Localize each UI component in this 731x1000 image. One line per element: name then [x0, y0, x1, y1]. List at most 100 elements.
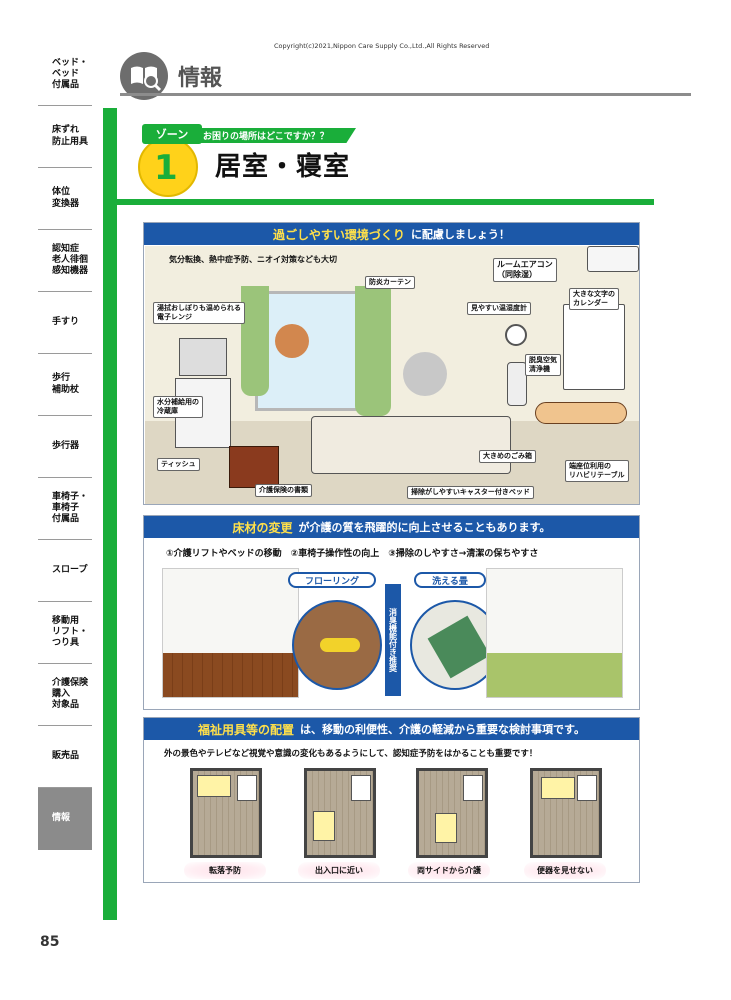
sidebar-item-walkers[interactable]: 歩行器 [38, 416, 92, 478]
headline-text: が介護の質を飛躍的に向上させることもあります。 [298, 521, 551, 534]
floor-plan-hide-commode [530, 768, 602, 858]
closet-icon [577, 775, 597, 801]
header-divider [120, 93, 691, 96]
sidebar-item-label: 介護保険 購入 対象品 [52, 677, 89, 711]
sidebar-item-label: 情報 [52, 813, 71, 824]
intro-text: 気分転換、熱中症予防、ニオイ対策なども大切 [169, 255, 337, 264]
curtain-label: 防炎カーテン [365, 276, 415, 289]
sidebar-item-label: スロープ [52, 564, 88, 575]
aircon-label: ルームエアコン （同除湿） [493, 258, 557, 282]
thermometer-icon [505, 324, 527, 346]
sidebar-item-insurance-purchase[interactable]: 介護保険 購入 対象品 [38, 664, 92, 726]
microwave-label: 湯拭おしぼりも温められる 電子レンジ [153, 302, 245, 324]
flooring-panel: 床材の変更 が介護の質を飛躍的に向上させることもあります。 ①介護リフトやベッド… [143, 515, 640, 710]
washable-tatami-icon [427, 615, 491, 679]
caption-hide-commode: 便器を見せない [524, 862, 606, 879]
caption-fall-prevention: 転落予防 [184, 862, 266, 879]
bed-icon [313, 811, 335, 841]
caregiver-figure [275, 324, 309, 358]
flooring-room-illustration [162, 568, 299, 698]
tatami-room-illustration [486, 568, 623, 698]
floor-plan-both-sides [416, 768, 488, 858]
documents-label: 介護保険の書類 [255, 484, 312, 497]
zone-underline [117, 199, 654, 205]
floor-plan-fall-prevention [190, 768, 262, 858]
sidebar-item-label: 体位 変換器 [52, 187, 80, 209]
air-purifier [507, 362, 527, 406]
zone-number: 1 [154, 148, 178, 188]
caster-bed [311, 416, 511, 474]
closet-icon [237, 775, 257, 801]
environment-panel: 過ごしやすい環境づくり に配慮しましょう！ 気分転換、熱中症予防、ニオイ対策など… [143, 222, 640, 505]
headline-text: に配慮しましょう！ [410, 228, 510, 241]
flooring-benefits: ①介護リフトやベッドの移動 ②車椅子操作性の向上 ③掃除のしやすさ→清潔の保ちや… [166, 549, 539, 559]
calendar [563, 304, 625, 390]
category-sidebar: ベッド・ ベッド 付属品 床ずれ 防止用具 体位 変換器 認知症 老人徘徊 感知… [38, 44, 92, 850]
window [255, 291, 365, 411]
headline-text: は、移動の利便性、介護の軽減から重要な検討事項です。 [300, 723, 585, 736]
sidebar-item-pressure-ulcer[interactable]: 床ずれ 防止用具 [38, 106, 92, 168]
mop-icon [320, 638, 360, 652]
caption-near-entrance: 出入口に近い [298, 862, 380, 879]
tatami-tag: 洗える畳 [414, 572, 486, 588]
flooring-mop-zoom [292, 600, 382, 690]
deodorant-recommend-label: 消臭機能付き推奨 [385, 584, 401, 696]
caption-both-sides: 両サイドから介護 [408, 862, 490, 879]
tatami-floor [487, 653, 622, 697]
fridge-label: 水分補給用の 冷蔵庫 [153, 396, 203, 418]
resident-figure [403, 352, 447, 396]
sidebar-item-positioning[interactable]: 体位 変換器 [38, 168, 92, 230]
cabinet [229, 446, 279, 488]
curtain-left [241, 286, 269, 396]
sidebar-item-canes[interactable]: 歩行 補助杖 [38, 354, 92, 416]
bedroom-illustration: 気分転換、熱中症予防、ニオイ対策なども大切 湯拭おしぼりも温められる 電子レンジ… [145, 246, 639, 504]
sidebar-item-label: 移動用 リフト・ つり具 [52, 615, 89, 649]
panel-header: 床材の変更 が介護の質を飛躍的に向上させることもあります。 [144, 516, 639, 538]
sidebar-item-wheelchairs[interactable]: 車椅子・ 車椅子 付属品 [38, 478, 92, 540]
copyright-notice: Copyright(c)2021,Nippon Care Supply Co.,… [274, 42, 490, 50]
rehab-table [535, 402, 627, 424]
flooring-tag: フローリング [288, 572, 376, 588]
calendar-label: 大きな文字の カレンダー [569, 288, 619, 310]
sidebar-item-label: 手すり [52, 316, 80, 327]
sidebar-item-sales[interactable]: 販売品 [38, 726, 92, 788]
zone-tag: ゾーン [142, 124, 202, 144]
headline-highlight: 福祉用具等の配置 [198, 722, 295, 737]
closet-icon [351, 775, 371, 801]
sidebar-item-wandering-sensor[interactable]: 認知症 老人徘徊 感知機器 [38, 230, 92, 292]
bed-icon [435, 813, 457, 843]
sidebar-item-beds[interactable]: ベッド・ ベッド 付属品 [38, 44, 92, 106]
trash-label: 大きめのごみ箱 [479, 450, 536, 463]
layout-panel: 福祉用具等の配置 は、移動の利便性、介護の軽減から重要な検討事項です。 外の景色… [143, 717, 640, 883]
layout-subtitle: 外の景色やテレビなど視覚や意識の変化もあるようにして、認知症予防をはかることも重… [164, 749, 538, 759]
closet-icon [463, 775, 483, 801]
sidebar-item-label: 認知症 老人徘徊 感知機器 [52, 243, 89, 277]
headline-highlight: 過ごしやすい環境づくり [273, 227, 405, 242]
wood-floor [163, 653, 298, 697]
headline-highlight: 床材の変更 [232, 520, 293, 535]
sidebar-item-label: 販売品 [52, 750, 80, 761]
sidebar-item-info[interactable]: 情報 [38, 788, 92, 850]
sidebar-item-slopes[interactable]: スロープ [38, 540, 92, 602]
floor-plan-near-entrance [304, 768, 376, 858]
bed-icon [541, 777, 575, 799]
panel-header: 福祉用具等の配置 は、移動の利便性、介護の軽減から重要な検討事項です。 [144, 718, 639, 740]
microwave [179, 338, 227, 376]
zone-title: 居室・寝室 [215, 152, 351, 182]
bed-icon [197, 775, 231, 797]
zone-question-banner [196, 128, 356, 143]
sidebar-item-handrails[interactable]: 手すり [38, 292, 92, 354]
page-number: 85 [40, 934, 60, 950]
curtain-right [355, 286, 391, 416]
zone-question: お困りの場所はどこですか？？ [203, 132, 329, 142]
thermometer-label: 見やすい温湿度計 [467, 302, 531, 315]
tissue-label: ティッシュ [157, 458, 200, 471]
purifier-label: 脱臭空気 清浄機 [525, 354, 561, 376]
page-title: 情報 [178, 66, 223, 91]
green-accent-bar [103, 108, 117, 920]
bed-label: 掃除がしやすいキャスター付きベッド [407, 486, 534, 499]
room-aircon [587, 246, 639, 272]
sidebar-item-lifts[interactable]: 移動用 リフト・ つり具 [38, 602, 92, 664]
table-label: 端座位利用の リハビリテーブル [565, 460, 629, 482]
book-search-icon [120, 52, 168, 100]
